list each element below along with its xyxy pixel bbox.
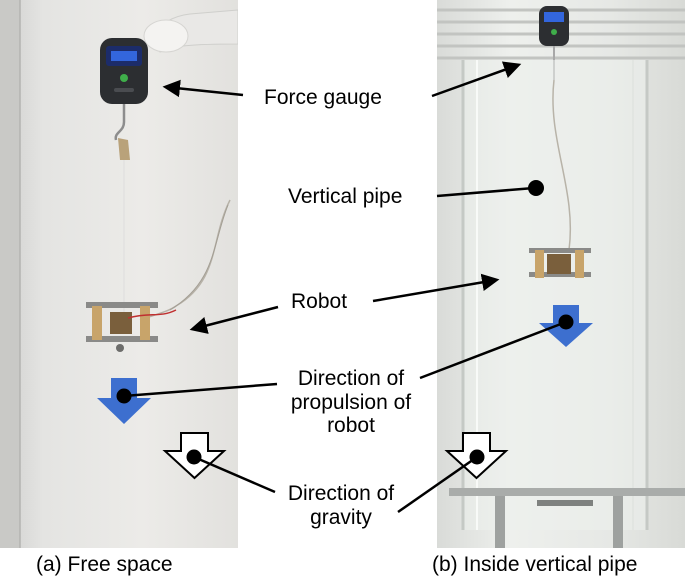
photo-free-space-scene [0, 0, 238, 548]
robot-pointer-left [189, 305, 279, 334]
robot-pointer-right [372, 273, 500, 303]
propulsion-arrow-left [97, 378, 151, 424]
gravity-arrow-left [162, 432, 227, 480]
gravity-pointer-left [193, 455, 276, 494]
label-gravity-line1: Direction of [287, 482, 395, 505]
caption-free-space: (a) Free space [36, 553, 173, 576]
label-vertical-pipe: Vertical pipe [288, 185, 403, 208]
vertical-pipe-pointer-dot [528, 180, 544, 196]
label-gravity: Direction of gravity [276, 482, 406, 529]
propulsion-pointer-left [123, 382, 278, 398]
label-propulsion: Direction of propulsion of robot [278, 367, 424, 438]
label-force-gauge: Force gauge [264, 86, 382, 109]
propulsion-arrow-right [539, 305, 593, 347]
vertical-pipe-pointer [436, 186, 535, 198]
gravity-pointer-right [397, 455, 478, 514]
label-propulsion-line1: Direction of [297, 367, 405, 390]
propulsion-pointer-right [419, 320, 567, 380]
label-robot: Robot [291, 290, 348, 313]
force-gauge-pointer-right [431, 61, 522, 98]
label-propulsion-line3: robot [327, 414, 375, 438]
caption-inside-pipe: (b) Inside vertical pipe [432, 553, 638, 576]
label-propulsion-line2: propulsion of [290, 390, 412, 414]
label-gravity-line2: gravity [310, 505, 372, 529]
force-gauge-pointer-left [162, 79, 244, 98]
